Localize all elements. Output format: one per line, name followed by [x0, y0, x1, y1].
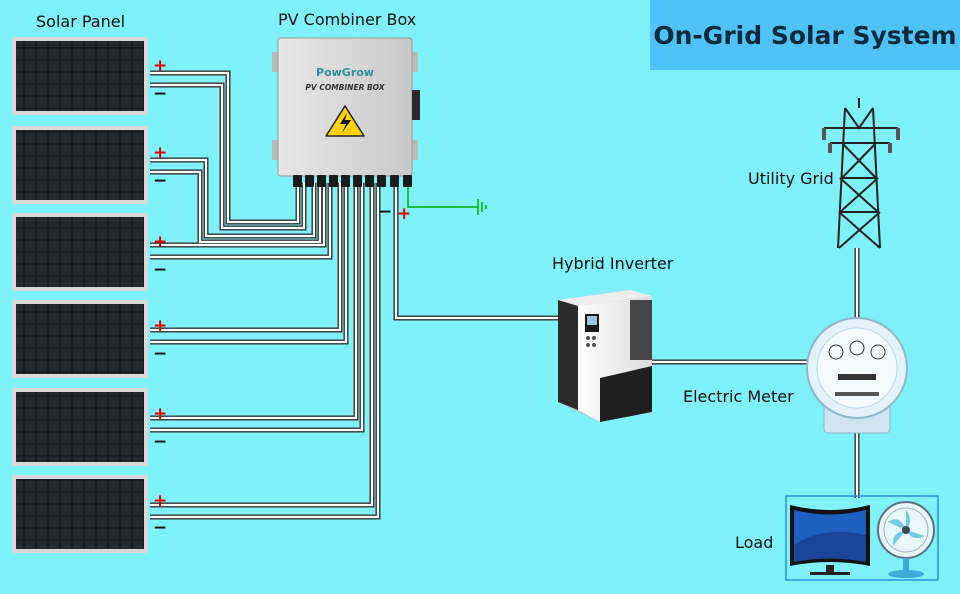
inverter-display: [585, 314, 599, 347]
solar-panel: [12, 300, 148, 378]
plus-mark: +: [153, 56, 167, 76]
ground-icon: [477, 199, 487, 215]
utility-grid-label: Utility Grid: [748, 169, 834, 188]
wires: [150, 70, 860, 520]
electric-meter-icon: [806, 317, 908, 434]
fan-icon: [877, 501, 935, 578]
solar-panel-label: Solar Panel: [36, 12, 126, 31]
combiner-name: PV COMBINER BOX: [305, 83, 385, 92]
solar-panel-array: [12, 37, 148, 553]
monitor-icon: [790, 505, 870, 575]
page-title: On-Grid Solar System: [653, 20, 957, 50]
solar-panel: [12, 475, 148, 553]
minus-mark: −: [153, 432, 167, 452]
load-frame: [785, 495, 939, 581]
solar-panel: [12, 126, 148, 204]
title-banner: On-Grid Solar System: [650, 0, 960, 70]
high-voltage-warning-icon: [325, 105, 365, 137]
hybrid-inverter-label: Hybrid Inverter: [552, 254, 674, 273]
plus-mark: +: [153, 316, 167, 336]
plus-mark: +: [153, 232, 167, 252]
plus-mark: +: [153, 404, 167, 424]
combiner-brand: PowGrow: [316, 66, 374, 79]
minus-mark: −: [378, 202, 392, 222]
pv-combiner-box: PowGrow PV COMBINER BOX: [272, 37, 420, 187]
plus-mark: +: [397, 204, 411, 224]
minus-mark: −: [153, 260, 167, 280]
minus-mark: −: [153, 344, 167, 364]
electric-meter-label: Electric Meter: [683, 387, 794, 406]
hybrid-inverter: [558, 290, 652, 422]
minus-mark: −: [153, 171, 167, 191]
minus-mark: −: [153, 84, 167, 104]
load-label: Load: [735, 533, 774, 552]
transmission-tower-icon: [822, 98, 900, 249]
plus-mark: +: [153, 143, 167, 163]
plus-mark: +: [153, 491, 167, 511]
combiner-box-label: PV Combiner Box: [278, 10, 417, 29]
minus-mark: −: [153, 518, 167, 538]
cable-glands: [293, 175, 412, 187]
solar-panel: [12, 388, 148, 466]
solar-panel: [12, 37, 148, 115]
solar-panel: [12, 213, 148, 291]
